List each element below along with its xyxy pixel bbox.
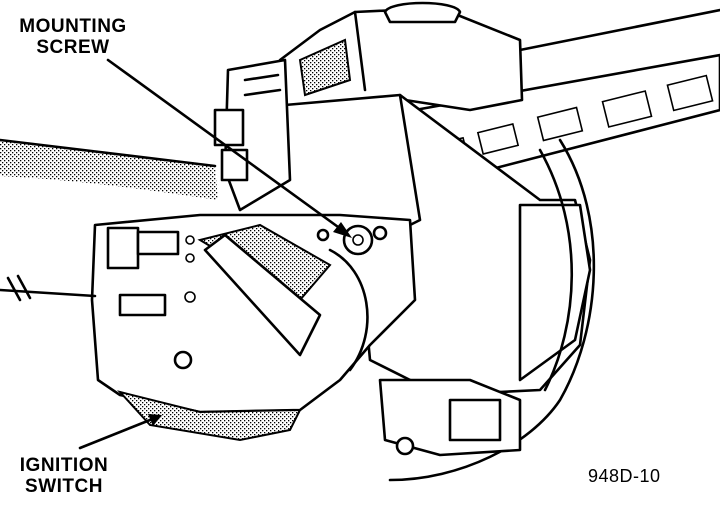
switch-connector bbox=[106, 226, 196, 370]
mounting-screw bbox=[316, 224, 388, 256]
switch-wire-end bbox=[6, 274, 32, 302]
housing-edge bbox=[353, 10, 367, 92]
ignition-switch-label-line2: SWITCH bbox=[25, 476, 103, 497]
housing-shading bbox=[298, 38, 352, 97]
dash-panel-edge bbox=[0, 138, 217, 168]
ignition-switch-body bbox=[90, 213, 417, 414]
mounting-screw-label-line2: SCREW bbox=[36, 37, 110, 58]
switch-slider-slot bbox=[203, 233, 322, 357]
shift-lever-curve-inner bbox=[538, 148, 573, 392]
mounting-screw-leader bbox=[106, 58, 347, 234]
shift-lever-curve bbox=[388, 138, 596, 482]
mounting-screw-label-line1: MOUNTING bbox=[19, 16, 127, 37]
lock-cylinder-top bbox=[383, 1, 462, 24]
figure-code: 948D-10 bbox=[588, 466, 661, 486]
switch-base-shading bbox=[117, 390, 302, 442]
lower-clip bbox=[448, 398, 502, 442]
column-tube-top bbox=[518, 8, 720, 52]
ignition-switch-label: IGNITION SWITCH bbox=[0, 455, 128, 497]
bracket-details bbox=[213, 73, 282, 182]
ignition-switch-arrowhead bbox=[148, 414, 162, 426]
dash-panel-shading bbox=[0, 140, 218, 200]
column-side-plate bbox=[518, 203, 592, 382]
lower-bolt bbox=[395, 436, 415, 456]
mounting-screw-arrowhead bbox=[333, 222, 352, 238]
ignition-switch-label-line1: IGNITION bbox=[19, 455, 109, 476]
switch-round-cover bbox=[328, 248, 369, 372]
ignition-switch-leader bbox=[78, 416, 157, 450]
mounting-screw-label: MOUNTING SCREW bbox=[8, 16, 138, 58]
